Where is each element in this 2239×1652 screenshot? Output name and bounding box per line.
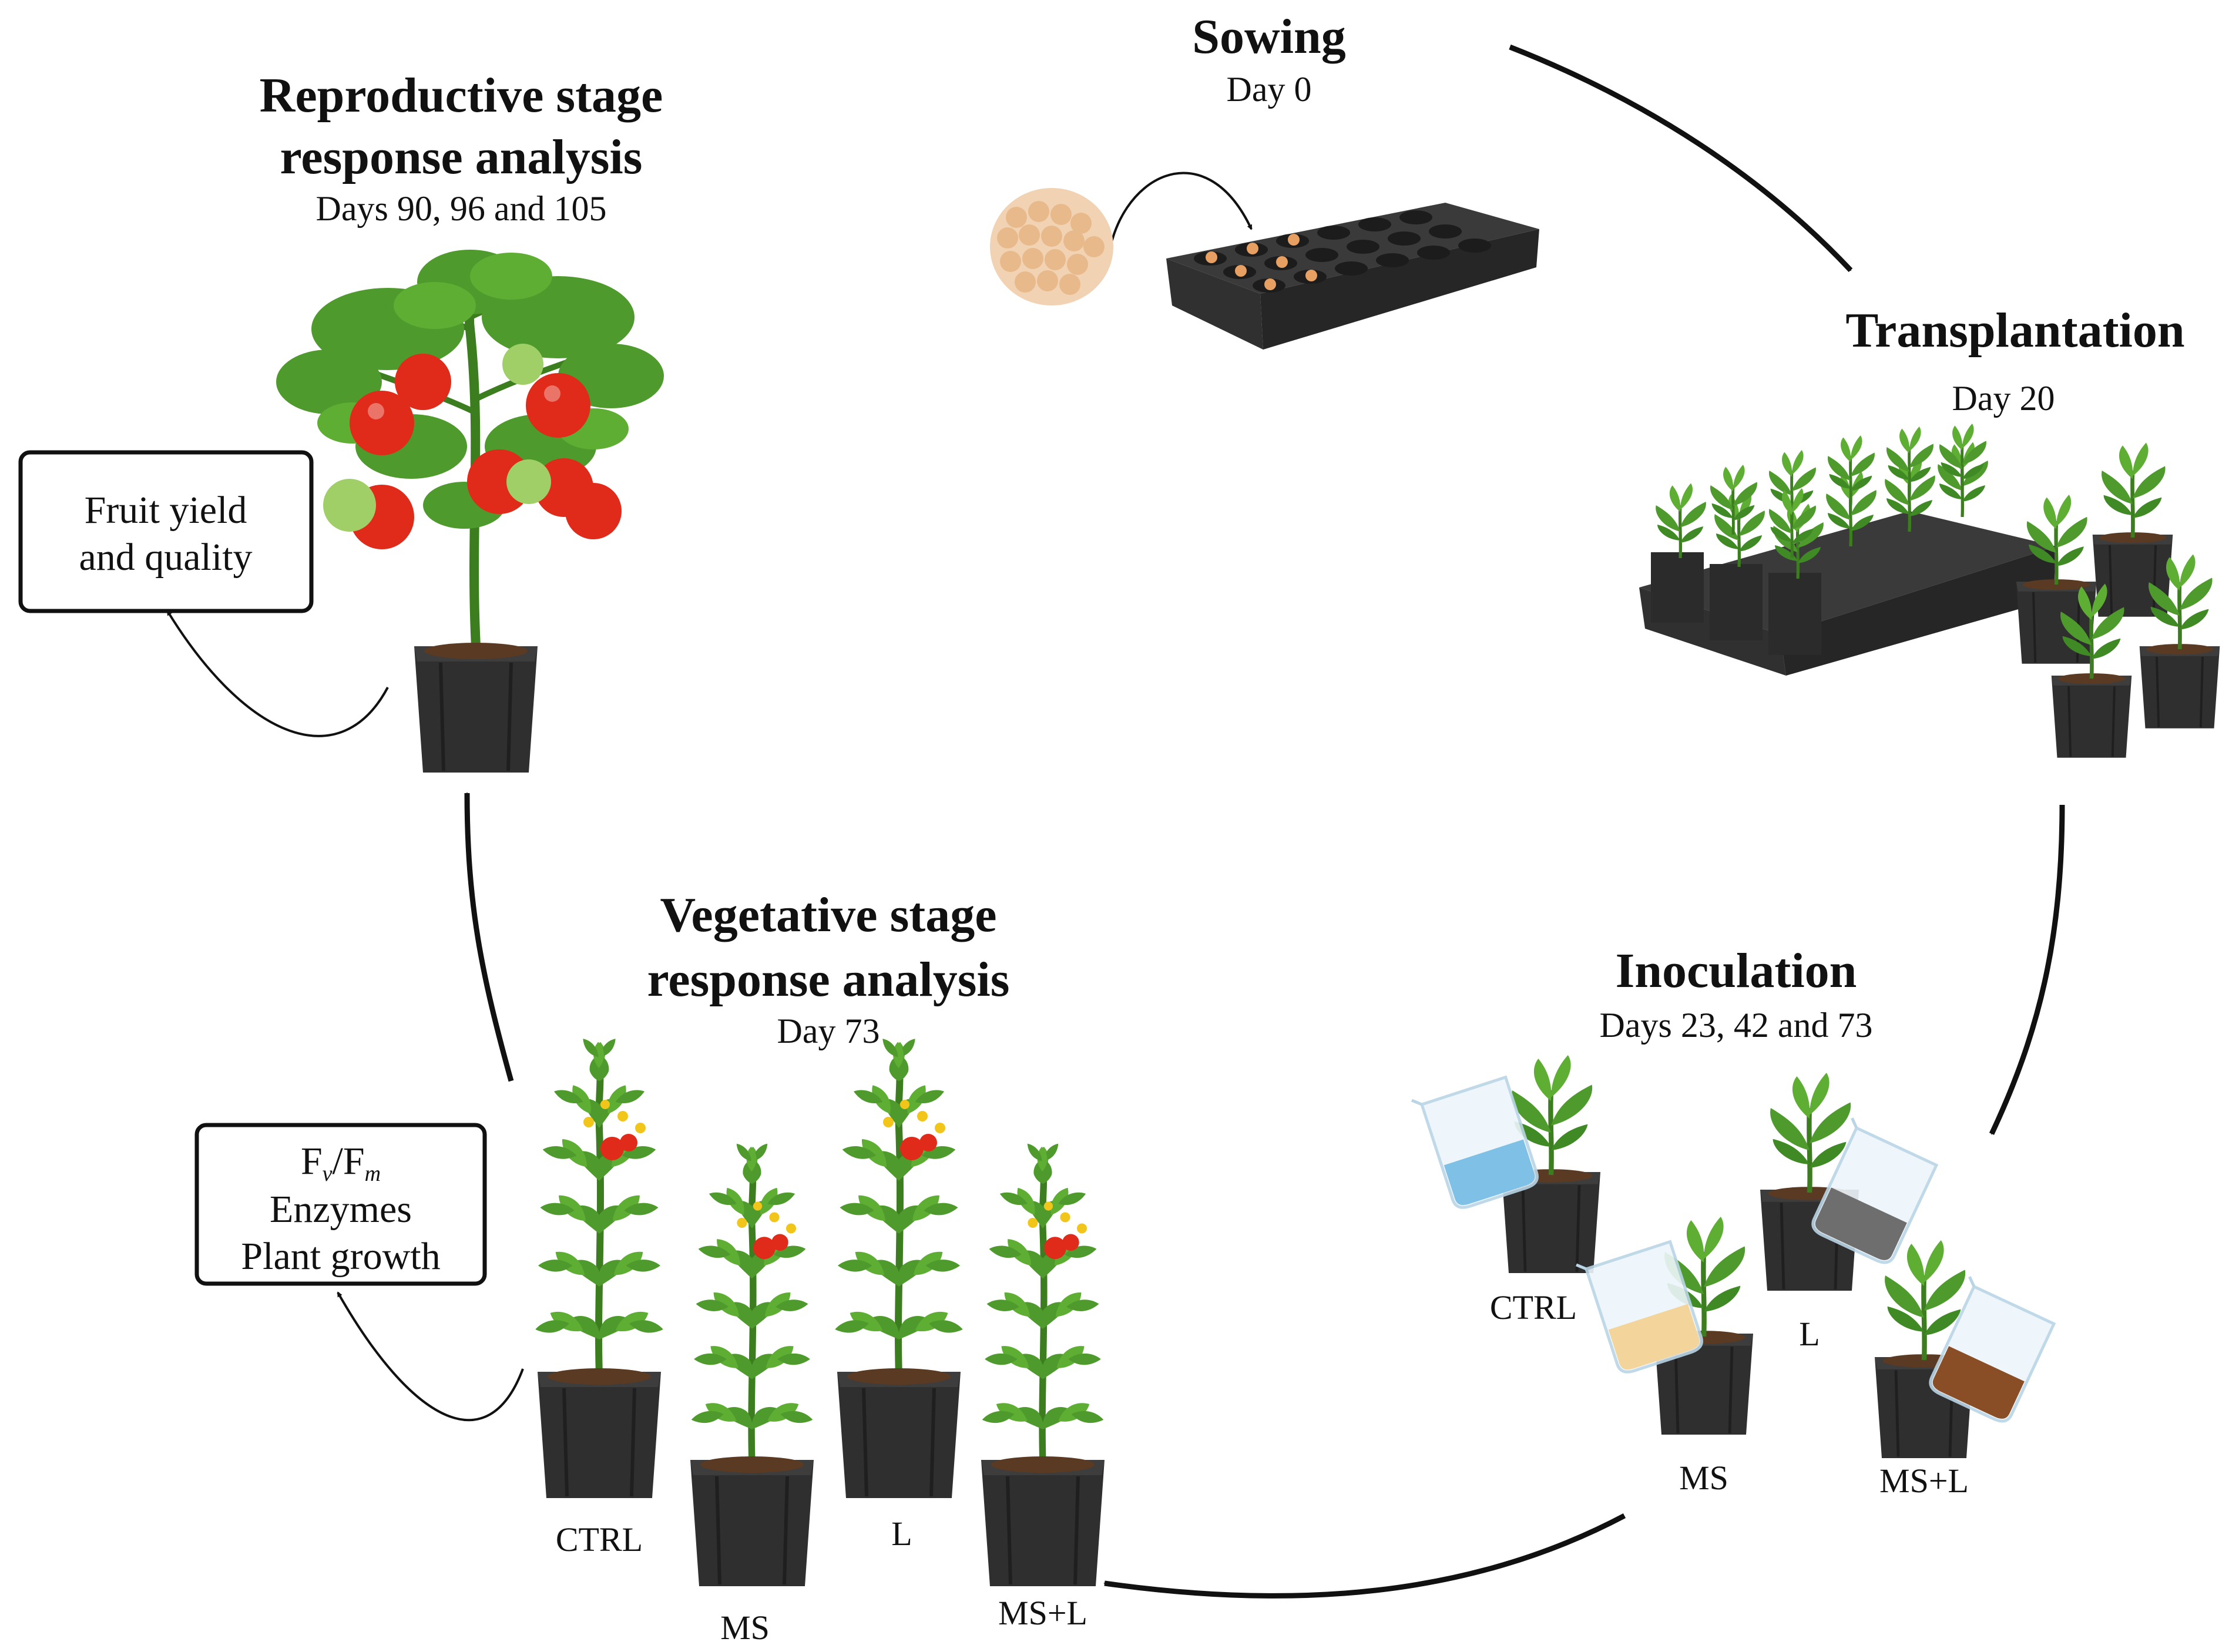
vegetative-day: Day 73 [777,1012,880,1050]
vegetative-l-plant [835,1033,963,1498]
transplantation-title: Transplantation [1845,303,2184,358]
inoculation-l-label: L [1799,1315,1820,1353]
beaker-icon [1576,1235,1704,1378]
vegetative-title-line2: response analysis [647,952,1010,1007]
beaker-icon [1919,1277,2057,1425]
beaker-icon [1802,1118,1939,1266]
seed-pile-icon [990,188,1113,305]
sowing-title: Sowing [1192,9,1345,64]
sowing-day: Day 0 [1227,70,1312,109]
arrow-inoculation-to-vegetative [1103,1513,1626,1599]
reproductive-title-line1: Reproductive stage [260,68,663,123]
beaker-icon [1412,1070,1540,1213]
transplantation-day: Day 20 [1952,379,2055,418]
vegetative-title-line1: Vegetative stage [660,888,996,942]
inoculation-ms-group [1576,1217,1753,1435]
vegetative-msl-label: MS+L [998,1594,1087,1632]
inoculation-ctrl-label: CTRL [1490,1288,1577,1327]
enzymes-label: Enzymes [270,1188,412,1231]
seed-tray-icon [1166,203,1539,350]
plant-growth-label: Plant growth [241,1235,440,1278]
inoculation-l-group [1760,1073,1939,1291]
vegetative-ctrl-label: CTRL [556,1520,643,1559]
tomato-plant-icon [276,250,664,773]
inoculation-msl-label: MS+L [1879,1462,1969,1500]
fruit-yield-line2: and quality [79,536,252,579]
reproductive-title-line2: response analysis [280,130,643,184]
inoculation-title: Inoculation [1616,943,1857,998]
vegetative-ms-plant [690,1139,814,1586]
arrow-seeds-to-tray [1106,172,1253,265]
arrow-transplant-to-inoculation [1989,804,2065,1135]
vegetative-measurements-box: Fv/Fm Enzymes Plant growth [194,1123,487,1286]
inoculation-msl-group [1875,1240,2057,1458]
arrow-sowing-to-transplant [1509,44,1853,273]
arrow-plant-to-fruit-box [166,610,389,737]
fv-fm-label: Fv/Fm [301,1140,381,1186]
inoculation-ctrl-group [1412,1055,1600,1273]
arrow-vegetative-to-reproductive [464,792,514,1082]
vegetative-ctrl-plant [535,1033,663,1498]
vegetative-ms-label: MS [720,1609,770,1647]
inoculation-ms-label: MS [1679,1459,1728,1497]
fruit-yield-box: Fruit yield and quality [18,450,314,613]
reproductive-day: Days 90, 96 and 105 [316,189,607,228]
inoculation-day: Days 23, 42 and 73 [1600,1006,1873,1045]
fruit-yield-line1: Fruit yield [85,489,247,532]
arrow-plants-to-vegetative-box [337,1291,524,1422]
seedling-tray-icon [1639,424,2056,676]
potted-seedling-icon [2015,443,2221,759]
vegetative-l-label: L [891,1515,912,1553]
vegetative-msl-plant [981,1139,1105,1586]
